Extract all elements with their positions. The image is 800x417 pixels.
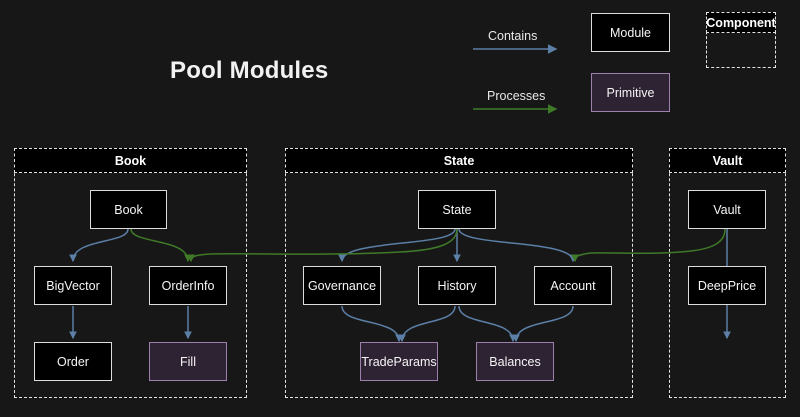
node-vault[interactable]: Vault bbox=[688, 190, 766, 229]
node-history[interactable]: History bbox=[418, 266, 496, 305]
node-label-book: Book bbox=[114, 202, 143, 217]
node-book[interactable]: Book bbox=[90, 190, 167, 229]
node-state[interactable]: State bbox=[418, 190, 496, 229]
legend-module-box: Module bbox=[591, 13, 670, 52]
page-title: Pool Modules bbox=[170, 57, 329, 84]
node-label-account: Account bbox=[550, 278, 596, 293]
group-label-state: State bbox=[443, 153, 475, 168]
legend-module-label: Module bbox=[610, 25, 651, 40]
node-deepprice[interactable]: DeepPrice bbox=[688, 266, 766, 305]
legend-component-label: Component bbox=[706, 15, 776, 30]
node-label-tradeparams: TradeParams bbox=[361, 354, 437, 369]
node-order[interactable]: Order bbox=[34, 342, 112, 381]
node-governance[interactable]: Governance bbox=[303, 266, 381, 305]
legend-primitive-box: Primitive bbox=[591, 73, 670, 112]
node-label-deepprice: DeepPrice bbox=[697, 278, 757, 293]
legend-component-header: Component bbox=[706, 12, 776, 33]
node-label-order: Order bbox=[57, 354, 89, 369]
node-label-history: History bbox=[437, 278, 477, 293]
node-fill[interactable]: Fill bbox=[149, 342, 227, 381]
legend-contains-label: Contains bbox=[488, 29, 538, 43]
node-bigvector[interactable]: BigVector bbox=[34, 266, 112, 305]
node-label-governance: Governance bbox=[307, 278, 377, 293]
node-label-fill: Fill bbox=[180, 354, 196, 369]
node-label-balances: Balances bbox=[489, 354, 541, 369]
node-account[interactable]: Account bbox=[534, 266, 612, 305]
node-label-vault: Vault bbox=[713, 202, 741, 217]
node-balances[interactable]: Balances bbox=[476, 342, 554, 381]
group-header-vault: Vault bbox=[669, 148, 786, 173]
node-label-state: State bbox=[442, 202, 472, 217]
group-header-book: Book bbox=[14, 148, 247, 173]
node-label-bigvector: BigVector bbox=[46, 278, 100, 293]
node-orderinfo[interactable]: OrderInfo bbox=[149, 266, 227, 305]
group-label-book: Book bbox=[114, 153, 147, 168]
node-tradeparams[interactable]: TradeParams bbox=[360, 342, 438, 381]
group-label-vault: Vault bbox=[712, 153, 743, 168]
legend-processes-label: Processes bbox=[487, 89, 546, 103]
group-header-state: State bbox=[285, 148, 633, 173]
legend-primitive-label: Primitive bbox=[606, 85, 655, 100]
node-label-orderinfo: OrderInfo bbox=[161, 278, 215, 293]
